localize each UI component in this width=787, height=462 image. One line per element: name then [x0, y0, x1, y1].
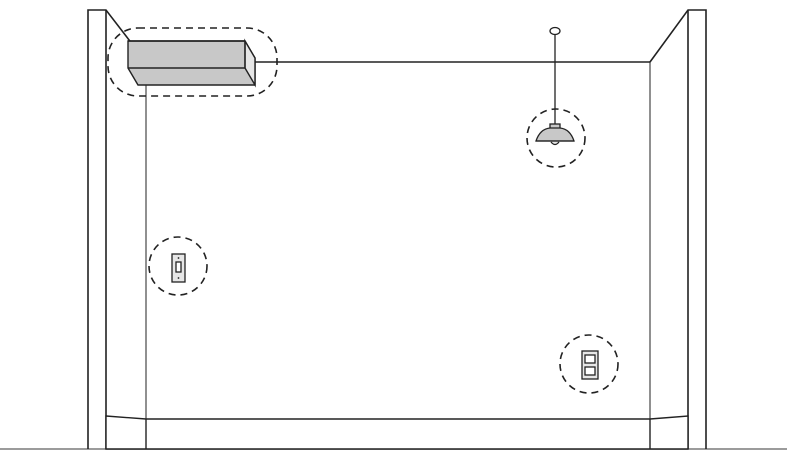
baseboard: [105, 415, 689, 450]
light-switch-icon: [171, 253, 186, 283]
callout-outlet: [559, 334, 619, 394]
callout-box-fixture: [107, 27, 278, 97]
box-fixture-icon: [127, 38, 256, 88]
callout-pendant-light: [526, 108, 586, 168]
callout-light-switch: [148, 236, 208, 296]
left-wall: [87, 9, 147, 449]
pendant-lamp-icon: [535, 26, 575, 146]
right-wall: [649, 9, 707, 449]
outlet-icon: [581, 350, 599, 380]
